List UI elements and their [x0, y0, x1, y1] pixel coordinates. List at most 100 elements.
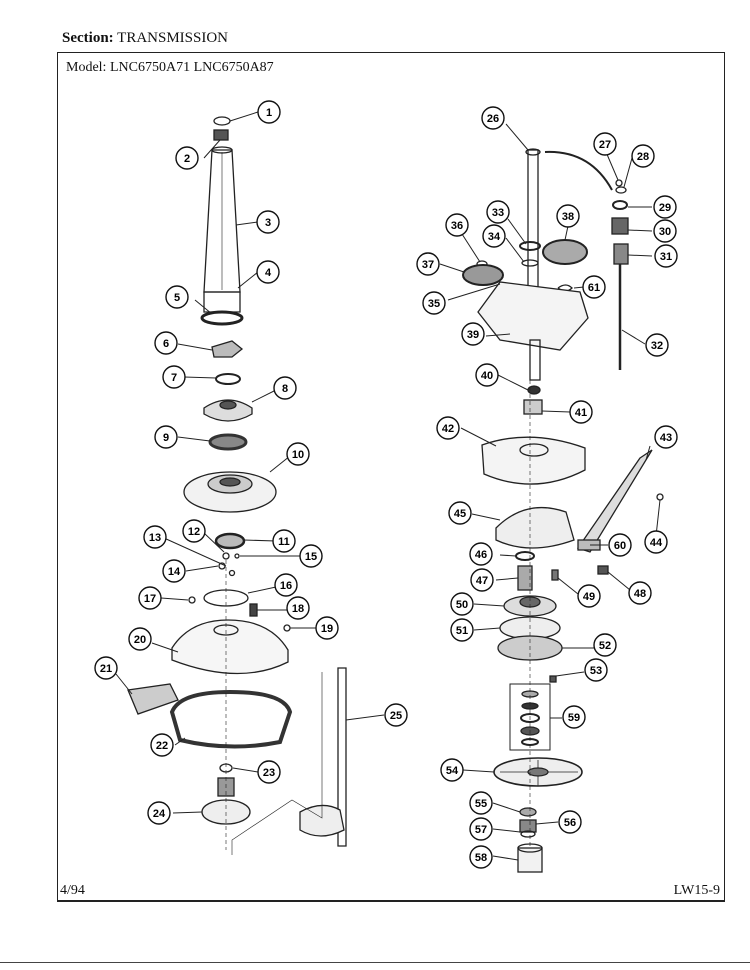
model-numbers: LNC6750A71 LNC6750A87 — [109, 60, 274, 75]
callout-32: 32 — [645, 333, 669, 357]
part-31-pinion — [613, 243, 629, 265]
callout-number: 56 — [564, 817, 576, 829]
callout-number: 21 — [100, 663, 112, 675]
callout-52: 52 — [593, 633, 617, 657]
callout-1: 1 — [257, 100, 281, 124]
callout-35: 35 — [422, 291, 446, 315]
callout-29: 29 — [653, 195, 677, 219]
callout-number: 46 — [475, 549, 487, 561]
callout-number: 40 — [481, 370, 493, 382]
part-34-washer — [521, 259, 539, 267]
callout-number: 58 — [475, 852, 487, 864]
part-11-bearing — [214, 532, 246, 550]
callout-3: 3 — [256, 210, 280, 234]
callout-31: 31 — [654, 244, 678, 268]
callout-number: 38 — [562, 211, 574, 223]
part-41-bushing — [523, 399, 543, 415]
part-2-bushing — [213, 129, 229, 141]
callout-number: 23 — [263, 767, 275, 779]
callout-46: 46 — [469, 542, 493, 566]
callout-number: 47 — [476, 575, 488, 587]
leader-lines — [115, 111, 661, 861]
callout-43: 43 — [654, 425, 678, 449]
callout-60: 60 — [608, 533, 632, 557]
callout-number: 61 — [588, 282, 600, 294]
part-4-tube-base — [203, 291, 241, 313]
part-5-seal — [200, 310, 244, 326]
part-33-washer — [519, 241, 541, 251]
callout-36: 36 — [445, 213, 469, 237]
callout-27: 27 — [593, 132, 617, 156]
callout-18: 18 — [286, 596, 310, 620]
callout-number: 11 — [278, 536, 290, 548]
callout-61: 61 — [582, 275, 606, 299]
callout-number: 10 — [292, 449, 304, 461]
part-1-snap-ring — [213, 116, 231, 126]
callout-59: 59 — [562, 705, 586, 729]
callout-number: 28 — [637, 151, 649, 163]
diagram-frame — [57, 52, 725, 901]
callout-57: 57 — [469, 817, 493, 841]
callout-33: 33 — [486, 200, 510, 224]
revision-date: 4/94 — [60, 883, 85, 898]
part-18-bolt — [249, 603, 258, 617]
callout-number: 2 — [184, 153, 190, 165]
callout-15: 15 — [299, 544, 323, 568]
callout-number: 43 — [660, 432, 672, 444]
part-37-gear — [462, 264, 504, 286]
part-7-o-ring — [215, 373, 241, 385]
callout-22: 22 — [150, 733, 174, 757]
callout-41: 41 — [569, 400, 593, 424]
part-17-screw — [188, 596, 196, 604]
callout-28: 28 — [631, 144, 655, 168]
callout-number: 50 — [456, 599, 468, 611]
callout-26: 26 — [481, 106, 505, 130]
part-57-ring — [520, 830, 536, 838]
callout-7: 7 — [162, 365, 186, 389]
part-49-pin — [551, 569, 559, 581]
callout-number: 1 — [266, 107, 272, 119]
part-39-case-shaft — [529, 339, 541, 381]
part-22-gasket — [169, 689, 293, 749]
callout-number: 36 — [451, 220, 463, 232]
callout-number: 33 — [492, 207, 504, 219]
callout-12: 12 — [182, 519, 206, 543]
callout-number: 60 — [614, 540, 626, 552]
callout-number: 34 — [488, 231, 501, 243]
callout-number: 25 — [390, 710, 402, 722]
callout-23: 23 — [257, 760, 281, 784]
callout-number: 35 — [428, 298, 440, 310]
page-reference: LW15-9 — [673, 883, 720, 898]
callout-number: 8 — [282, 383, 288, 395]
callout-number: 13 — [149, 532, 161, 544]
callout-48: 48 — [628, 581, 652, 605]
callout-number: 45 — [454, 508, 466, 520]
callout-number: 14 — [168, 566, 181, 578]
callout-58: 58 — [469, 845, 493, 869]
model-label: Model: — [66, 60, 107, 75]
footer-rule — [57, 901, 725, 902]
callout-number: 59 — [568, 712, 580, 724]
callout-38: 38 — [556, 204, 580, 228]
callout-number: 55 — [475, 798, 487, 810]
callout-number: 30 — [659, 226, 671, 238]
part-28-clip — [615, 186, 627, 194]
arrow-26-to-29 — [544, 150, 613, 191]
part-6-nut — [211, 340, 244, 358]
callout-4: 4 — [256, 260, 280, 284]
part-25-lever — [299, 804, 345, 837]
callout-51: 51 — [450, 618, 474, 642]
callout-53: 53 — [584, 658, 608, 682]
callout-number: 3 — [265, 217, 271, 229]
callout-number: 24 — [153, 808, 166, 820]
callout-number: 51 — [456, 625, 468, 637]
callout-19: 19 — [315, 616, 339, 640]
callout-17: 17 — [138, 586, 162, 610]
callout-54: 54 — [440, 758, 464, 782]
callout-2: 2 — [175, 146, 199, 170]
callout-16: 16 — [274, 573, 298, 597]
page-bottom-rule — [0, 962, 750, 963]
part-38-gear — [542, 239, 588, 265]
part-42-splash-shield — [481, 436, 586, 485]
